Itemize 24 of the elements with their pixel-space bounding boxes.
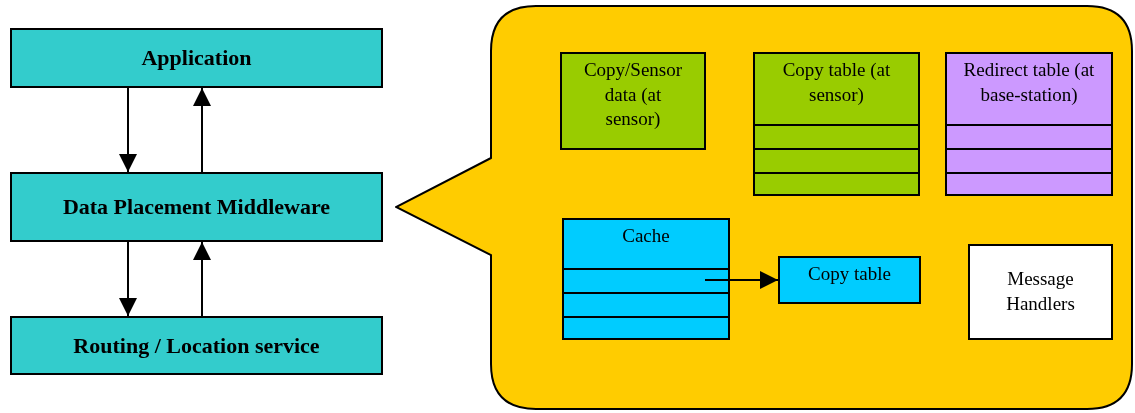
layer-box <box>10 316 383 375</box>
table-box <box>560 52 706 150</box>
callout-shape <box>395 5 1133 410</box>
layer-label: Routing / Location service <box>73 331 320 360</box>
box-label: Cache <box>622 224 670 248</box>
arrow <box>193 87 211 173</box>
table-box <box>945 52 1113 196</box>
arrow <box>119 87 137 173</box>
process-box <box>968 244 1113 340</box>
arrow <box>193 241 211 317</box>
table-box <box>778 256 921 304</box>
box-label: Copy/Sensor data (at sensor) <box>582 58 684 132</box>
box-label: Copy table (at sensor) <box>781 58 892 107</box>
layer-label: Data Placement Middleware <box>62 193 331 221</box>
box-label: Copy table <box>808 262 891 286</box>
layer-label: Application <box>141 44 252 72</box>
table-box <box>562 218 730 340</box>
layer-box <box>10 172 383 242</box>
table-box <box>753 52 920 196</box>
box-label: Message Handlers <box>1005 267 1076 316</box>
box-label: Redirect table (at base-station) <box>963 58 1095 107</box>
layer-box <box>10 28 383 88</box>
arrow <box>119 241 137 317</box>
arrow <box>704 271 779 289</box>
